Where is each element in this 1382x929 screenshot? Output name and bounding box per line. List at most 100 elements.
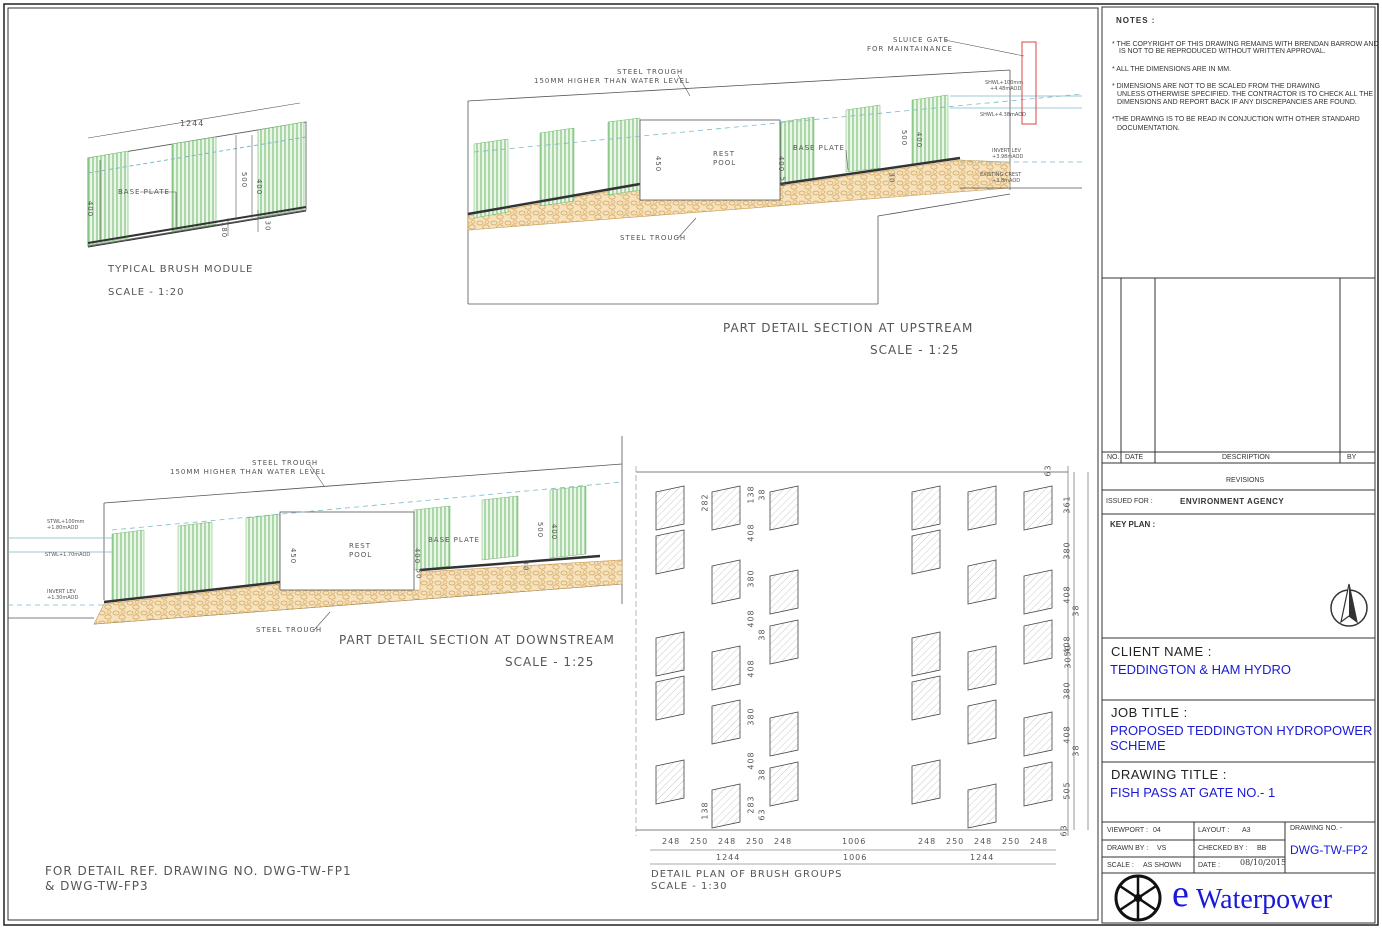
title-block-lines xyxy=(1102,277,1375,874)
plan-bottom-total-1: 1006 xyxy=(843,853,868,862)
brush-base-plate-label: BASE PLATE xyxy=(118,188,170,196)
plan-bottom-dim-10: 248 xyxy=(1030,837,1049,846)
up-dim-30: 30 xyxy=(887,172,896,184)
upstream-scale: SCALE - 1:25 xyxy=(870,343,960,357)
down-stwl-100: STWL+100mm xyxy=(47,519,85,525)
drawing-no-value: DWG-TW-FP2 xyxy=(1290,843,1368,857)
checked-by-label: CHECKED BY : xyxy=(1198,845,1248,852)
rev-col-description: DESCRIPTION xyxy=(1222,454,1270,461)
up-crest-aod: +3.8mAOD xyxy=(992,178,1021,184)
plan-bottom-total-2: 1244 xyxy=(970,853,995,862)
brand-e: e xyxy=(1172,873,1189,915)
scale-value: AS SHOWN xyxy=(1143,862,1182,869)
revisions-label: REVISIONS xyxy=(1226,477,1265,484)
plan-bottom-dim-2: 248 xyxy=(718,837,737,846)
layout-label: LAYOUT : xyxy=(1198,827,1230,834)
down-steel-trough-top: STEEL TROUGH xyxy=(252,459,319,467)
note-line-2: IS NOT TO BE REPRODUCED WITHOUT WRITTEN … xyxy=(1119,48,1326,55)
drawn-by-value: VS xyxy=(1157,845,1167,852)
up-shwl-100: SHWL+100mm xyxy=(985,80,1024,86)
drawing-area-frame xyxy=(7,7,1099,921)
issued-for-label: ISSUED FOR : xyxy=(1106,498,1153,505)
brand-name: Waterpower xyxy=(1196,884,1333,915)
up-dim-450: 450 xyxy=(654,155,663,173)
down-dim-30: 30 xyxy=(521,560,530,572)
plan-inner-dim-10: 38 xyxy=(757,768,767,781)
brush-group-plan-0-1 xyxy=(655,529,685,575)
up-base-plate: BASE PLATE xyxy=(793,144,845,152)
down-invert: INVERT LEV xyxy=(47,589,76,595)
plan-bottom-dim-8: 248 xyxy=(974,837,993,846)
brush-group-plan-4-0 xyxy=(967,485,997,531)
plan-inner-dim-11: 283 xyxy=(746,795,756,814)
plan-bottom-total-0: 1244 xyxy=(716,853,741,862)
brush-group-plan-0-0 xyxy=(655,485,685,531)
brush-group-plan-5-3 xyxy=(1023,711,1053,757)
ref-note-1: FOR DETAIL REF. DRAWING NO. DWG-TW-FP1 xyxy=(45,864,352,878)
brush-group-plan-0-3 xyxy=(655,675,685,721)
brush-dim-width: 1244 xyxy=(180,119,205,128)
down-dim-50: 50 xyxy=(414,568,423,580)
plan-bottom-dim-7: 250 xyxy=(946,837,965,846)
up-rest-pool-1: REST xyxy=(713,150,736,158)
layout-value: A3 xyxy=(1242,827,1251,834)
plan-inner-dim-3: 408 xyxy=(746,523,756,542)
rev-col-date: DATE xyxy=(1125,454,1144,461)
up-sluice-gate: SLUICE GATE xyxy=(893,36,950,44)
down-trough-note: 150MM HIGHER THAN WATER LEVEL xyxy=(170,468,326,476)
plan-inner-dim-2: 38 xyxy=(757,488,767,501)
plan-right-dim-6: 380 xyxy=(1062,681,1072,700)
plan-bottom-dim-1: 250 xyxy=(690,837,709,846)
title-block-frame xyxy=(1101,6,1376,924)
brush-group-plan-4-4 xyxy=(967,783,997,829)
plan-bottom-dim-3: 250 xyxy=(746,837,765,846)
down-dim-500: 500 xyxy=(536,521,545,539)
key-plan-label: KEY PLAN : xyxy=(1110,520,1156,529)
downstream-section-drawing xyxy=(8,436,623,631)
up-trough-note: 150MM HIGHER THAN WATER LEVEL xyxy=(534,77,690,85)
plan-inner-dim-5: 408 xyxy=(746,609,756,628)
brush-dim-500: 500 xyxy=(240,171,249,189)
down-stwl-100-aod: +1.80mAOD xyxy=(47,525,79,531)
upstream-section-drawing xyxy=(467,39,1083,305)
brush-group-plan-2-4 xyxy=(769,761,799,807)
plan-scale: SCALE - 1:30 xyxy=(651,881,728,892)
plan-bottom-dim-4: 248 xyxy=(774,837,793,846)
rev-col-by: BY xyxy=(1347,454,1357,461)
note-line-7: *THE DRAWING IS TO BE READ IN CONJUCTION… xyxy=(1112,116,1360,123)
drawing-title-value: FISH PASS AT GATE NO.- 1 xyxy=(1110,785,1276,800)
plan-inner-dim-12: 138 xyxy=(700,801,710,820)
plan-bottom-dim-5: 1006 xyxy=(842,837,867,846)
ref-note-2: & DWG-TW-FP3 xyxy=(45,879,149,893)
plan-right-dim-4: 38 xyxy=(1071,604,1081,617)
brush-group-plan-5-4 xyxy=(1023,761,1053,807)
downstream-title: PART DETAIL SECTION AT DOWNSTREAM xyxy=(339,633,615,647)
plan-inner-dim-6: 38 xyxy=(757,628,767,641)
drawing-no-label: DRAWING NO. - xyxy=(1290,825,1343,832)
brush-group-plan-4-1 xyxy=(967,559,997,605)
up-shwl: SHWL+4.38mAOD xyxy=(980,112,1026,118)
up-shwl-100-aod: +4.48mAOD xyxy=(990,86,1022,92)
plan-inner-dim-0: 282 xyxy=(700,493,710,512)
brush-group-plan-3-2 xyxy=(911,631,941,677)
plan-inner-dim-1: 138 xyxy=(746,485,756,504)
brush-module-drawing xyxy=(87,102,307,248)
scale-label: SCALE : xyxy=(1107,862,1134,869)
brush-group-plan-4-2 xyxy=(967,645,997,691)
plan-bottom-dim-9: 250 xyxy=(1002,837,1021,846)
job-title-value-2: SCHEME xyxy=(1110,738,1166,753)
down-invert-aod: +1.30mAOD xyxy=(47,595,79,601)
plan-inner-dim-9: 408 xyxy=(746,751,756,770)
brush-group-plan-5-2 xyxy=(1023,619,1053,665)
brush-group-plan-1-4 xyxy=(711,783,741,829)
plan-right-dim-1: 361 xyxy=(1062,495,1072,514)
up-dim-50: 50 xyxy=(778,176,787,188)
upstream-title: PART DETAIL SECTION AT UPSTREAM xyxy=(723,321,974,335)
up-steel-trough-bottom: STEEL TROUGH xyxy=(620,234,687,242)
plan-view-drawing xyxy=(635,466,1089,865)
job-title-value-1: PROPOSED TEDDINGTON HYDROPOWER xyxy=(1110,723,1373,738)
brush-group-plan-2-3 xyxy=(769,711,799,757)
plan-title: DETAIL PLAN OF BRUSH GROUPS xyxy=(651,869,843,880)
brush-dim-400b: 400 xyxy=(255,178,264,196)
